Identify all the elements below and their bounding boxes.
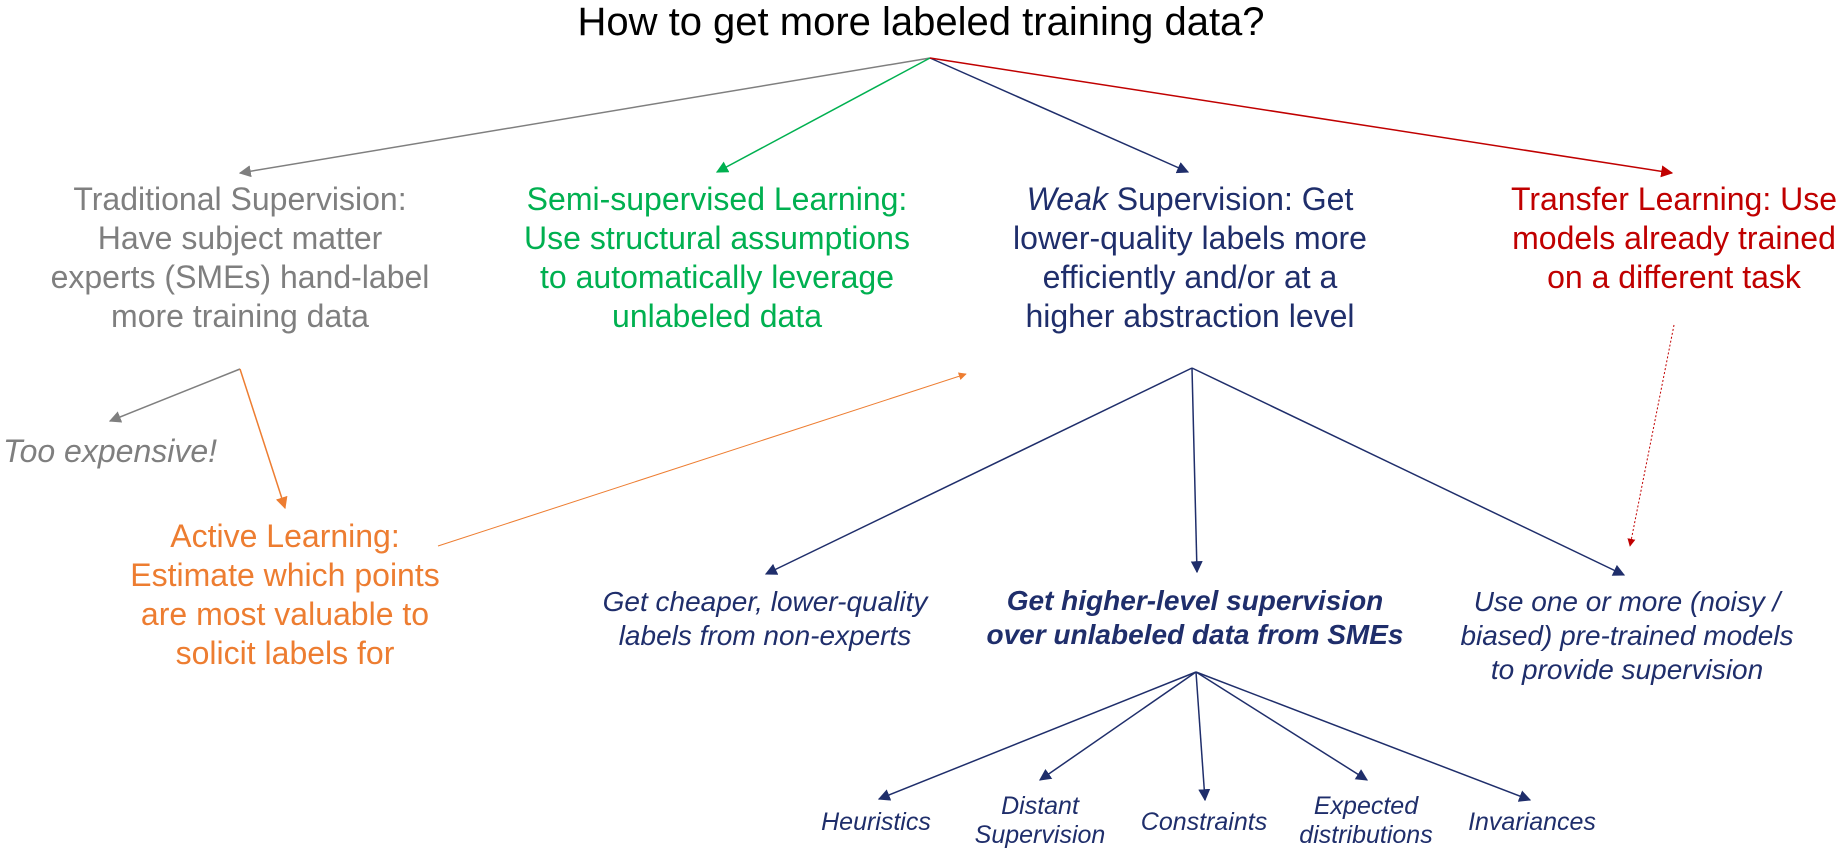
active-line-3: solicit labels for (175, 635, 395, 672)
leaf-invariances: Invariances (1452, 808, 1612, 837)
distant-line-2: Supervision (974, 820, 1106, 849)
weak-heading-em: Weak (1026, 181, 1108, 217)
transfer-heading-row: Transfer Learning: Use (1474, 180, 1842, 219)
arrow-higher-to-expected (1195, 671, 1369, 781)
arrow-transfer-to-pretrained (1627, 324, 1675, 547)
expected-line-2: distributions (1299, 820, 1433, 849)
arrow-active-to-weak (437, 372, 967, 547)
heuristics-line-1: Heuristics (821, 808, 931, 836)
traditional-heading: Traditional Supervision: (73, 181, 407, 217)
expected-line-1: Expected (1313, 792, 1419, 820)
node-cheaper-labels: Get cheaper, lower-quality labels from n… (565, 585, 965, 653)
arrow-title-to-transfer (929, 57, 1674, 178)
node-too-expensive: Too expensive! (2, 433, 218, 469)
leaf-distant-supervision: Distant Supervision (960, 792, 1120, 850)
transfer-heading-tail: Use (1771, 181, 1838, 217)
cheaper-line-1: Get cheaper, lower-quality (602, 586, 928, 617)
leaf-heuristics: Heuristics (796, 808, 956, 837)
node-traditional-supervision: Traditional Supervision: Have subject ma… (0, 180, 480, 336)
active-line-2: are most valuable to (140, 596, 430, 633)
semi-heading: Semi-supervised Learning: (526, 181, 908, 217)
active-heading: Active Learning: (170, 518, 400, 554)
leaf-expected-distributions: Expected distributions (1281, 792, 1451, 850)
diagram-title: How to get more labeled training data? (577, 0, 1265, 44)
leaf-constraints: Constraints (1124, 808, 1284, 837)
invariances-line-1: Invariances (1468, 808, 1596, 836)
semi-line-2: to automatically leverage (540, 259, 894, 296)
traditional-line-3: more training data (111, 298, 369, 335)
node-semi-supervised: Semi-supervised Learning: Use structural… (477, 180, 957, 336)
traditional-line-1: Have subject matter (97, 220, 383, 257)
arrow-traditional-to-active (239, 368, 288, 510)
weak-line-3: higher abstraction level (1025, 298, 1355, 335)
arrow-higher-to-heuristics (877, 671, 1197, 801)
semi-line-1: Use structural assumptions (524, 220, 910, 257)
arrow-weak-to-cheaper (764, 367, 1193, 575)
pretrained-line-2: biased) pre-trained models (1460, 620, 1794, 652)
traditional-line-2: experts (SMEs) hand-label (50, 259, 430, 296)
active-line-1: Estimate which points (130, 557, 440, 594)
transfer-line-1: models already trained (1512, 220, 1836, 257)
higher-level-line-2: over unlabeled data from SMEs (986, 619, 1404, 651)
transfer-heading: Transfer Learning: (1510, 181, 1772, 217)
weak-line-2: efficiently and/or at a (1042, 259, 1338, 296)
arrow-higher-to-constraints (1195, 671, 1211, 802)
arrow-higher-to-distant (1039, 671, 1197, 781)
distant-line-1: Distant (1001, 792, 1079, 820)
arrow-title-to-semi (715, 57, 931, 173)
arrow-weak-to-higher-level (1190, 367, 1203, 574)
arrow-traditional-to-too-expensive (108, 368, 241, 423)
node-weak-supervision: Weak Supervision: Get lower-quality labe… (945, 180, 1435, 336)
arrow-weak-to-pretrained (1191, 367, 1626, 576)
weak-line-1: lower-quality labels more (1013, 220, 1367, 257)
pretrained-line-1: Use one or more (noisy / (1473, 586, 1781, 617)
node-transfer-learning: Transfer Learning: Use models already tr… (1474, 180, 1842, 297)
weak-heading-tail: Get (1292, 181, 1354, 217)
cheaper-line-2: labels from non-experts (618, 620, 912, 652)
constraints-line-1: Constraints (1140, 808, 1268, 836)
pretrained-line-3: to provide supervision (1490, 654, 1764, 686)
node-active-learning: Active Learning: Estimate which points a… (95, 517, 475, 673)
arrow-title-to-weak (929, 57, 1190, 174)
higher-level-line-1: Get higher-level supervision (1006, 585, 1384, 616)
weak-heading-row: Weak Supervision: Get (945, 180, 1435, 219)
node-higher-level-supervision: Get higher-level supervision over unlabe… (970, 584, 1420, 652)
node-pretrained-models: Use one or more (noisy / biased) pre-tra… (1432, 585, 1822, 687)
transfer-line-2: on a different task (1547, 259, 1801, 296)
arrow-higher-to-invariances (1195, 671, 1532, 802)
weak-heading-rest: Supervision: (1107, 181, 1293, 217)
arrow-title-to-traditional (238, 57, 931, 178)
semi-line-3: unlabeled data (612, 298, 822, 335)
